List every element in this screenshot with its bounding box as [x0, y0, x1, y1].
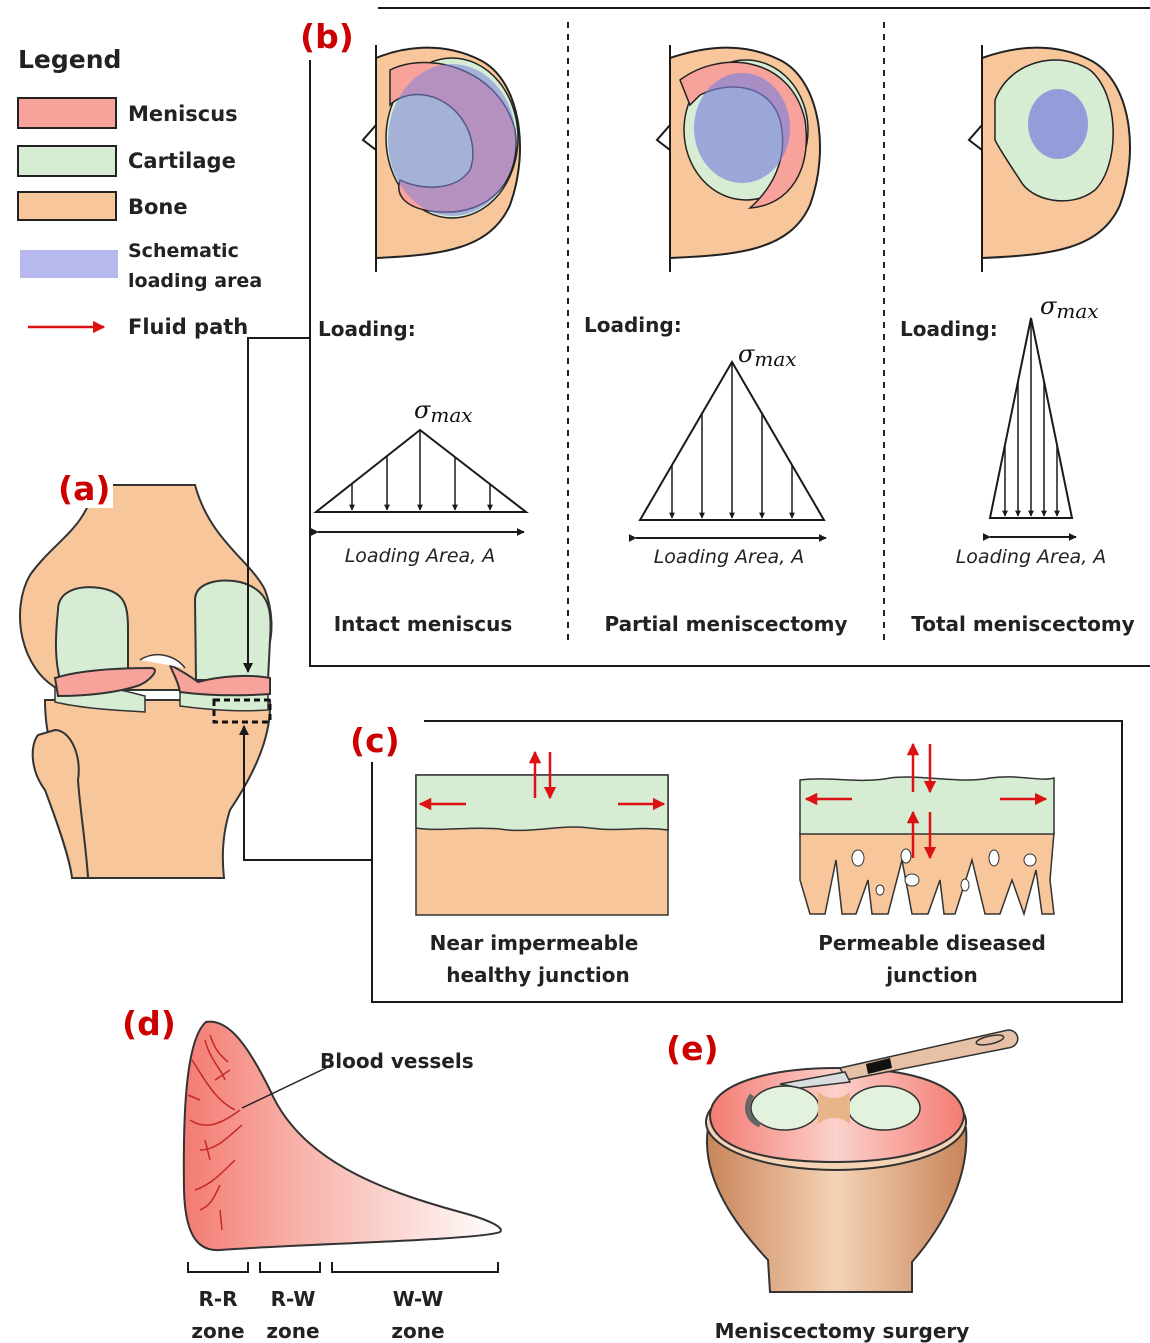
sigma-max-partial: σmax	[738, 340, 797, 371]
healthy-junction: Near impermeable healthy junction	[416, 752, 668, 987]
legend-swatch-loading-area	[20, 250, 118, 278]
plateau-partial-edge	[657, 45, 670, 272]
zone-rr-line1: R-R	[198, 1287, 237, 1311]
legend-label-cartilage: Cartilage	[128, 149, 236, 173]
legend-swatch-cartilage	[18, 146, 116, 176]
caption-intact: Intact meniscus	[334, 612, 513, 636]
scalpel-handle	[840, 1030, 1018, 1080]
healthy-cartilage	[416, 775, 668, 830]
knee-joint-diagram: (a)	[20, 468, 272, 878]
panel-c-label: (c)	[350, 721, 400, 760]
diseased-caption-line1: Permeable diseased	[818, 931, 1046, 955]
area-label-total: Loading Area, A	[956, 546, 1107, 568]
plateau-intact-loading	[388, 64, 516, 216]
cartilage-pad-right	[848, 1086, 920, 1130]
sigma-max-total: σmax	[1040, 292, 1099, 323]
healthy-caption-line2: healthy junction	[446, 963, 630, 987]
caption-partial: Partial meniscectomy	[604, 612, 847, 636]
panel-d-label: (d)	[122, 1004, 176, 1043]
plateau-total-loading	[1028, 89, 1088, 159]
zone-rw-line2: zone	[266, 1319, 319, 1343]
area-label-partial: Loading Area, A	[654, 546, 805, 568]
load-triangle-intact	[316, 430, 526, 512]
blood-vessels-label: Blood vessels	[320, 1049, 474, 1073]
panel-b: (b) Loading: Loading: Loadin	[300, 8, 1150, 666]
diseased-bone	[800, 832, 1054, 914]
load-diagram-partial: σmax Loading Area, A	[636, 340, 826, 568]
loading-label-partial: Loading:	[584, 313, 682, 337]
femoral-cartilage-right	[195, 581, 271, 680]
panel-d: (d) Blood vessels R-R zone R-W zone W-W …	[122, 1004, 501, 1343]
cartilage-pad-left	[751, 1086, 819, 1130]
plateau-partial-loading	[694, 73, 790, 183]
caption-total: Total meniscectomy	[911, 612, 1134, 636]
legend-label-loading-area: Schematic loading area	[128, 240, 262, 292]
panel-e-label: (e)	[666, 1029, 719, 1068]
meniscectomy-caption: Meniscectomy surgery	[715, 1319, 970, 1343]
diseased-cartilage	[800, 777, 1054, 834]
legend-label-bone: Bone	[128, 195, 188, 219]
panel-a-label: (a)	[58, 469, 110, 508]
legend: Legend Meniscus Cartilage Bone Schematic…	[18, 45, 262, 339]
area-label-intact: Loading Area, A	[345, 545, 496, 567]
diseased-caption-line2: junction	[885, 963, 978, 987]
legend-label-meniscus: Meniscus	[128, 102, 238, 126]
diseased-junction: Permeable diseased junction	[800, 744, 1054, 987]
panel-b-label: (b)	[300, 17, 354, 56]
legend-label-fluid-path: Fluid path	[128, 315, 248, 339]
plateau-intact-edge	[363, 45, 376, 272]
femoral-cartilage-left	[56, 587, 128, 680]
panel-e: (e) Meniscectomy surgery	[666, 1029, 1018, 1343]
loading-label-total: Loading:	[900, 317, 998, 341]
legend-swatch-bone	[18, 192, 116, 220]
panel-b-top-spacer	[300, 30, 1148, 38]
plateau-total	[969, 45, 1130, 272]
panel-c: (c) Near impermeable healthy junction	[350, 721, 1122, 1002]
plateau-intact	[363, 45, 520, 272]
zone-ww-line1: W-W	[393, 1287, 444, 1311]
plateau-partial	[657, 45, 820, 272]
plateau-total-edge	[969, 45, 982, 272]
zone-brackets	[188, 1262, 498, 1272]
sigma-max-intact: σmax	[414, 396, 473, 427]
loading-label-intact: Loading:	[318, 317, 416, 341]
zone-rw-line1: R-W	[271, 1287, 316, 1311]
zone-ww-line2: zone	[391, 1319, 444, 1343]
healthy-caption-line1: Near impermeable	[430, 931, 639, 955]
zone-rr-line2: zone	[191, 1319, 244, 1343]
legend-title: Legend	[18, 45, 121, 74]
load-diagram-intact: σmax Loading Area, A	[316, 396, 526, 567]
legend-swatch-meniscus	[18, 98, 116, 128]
